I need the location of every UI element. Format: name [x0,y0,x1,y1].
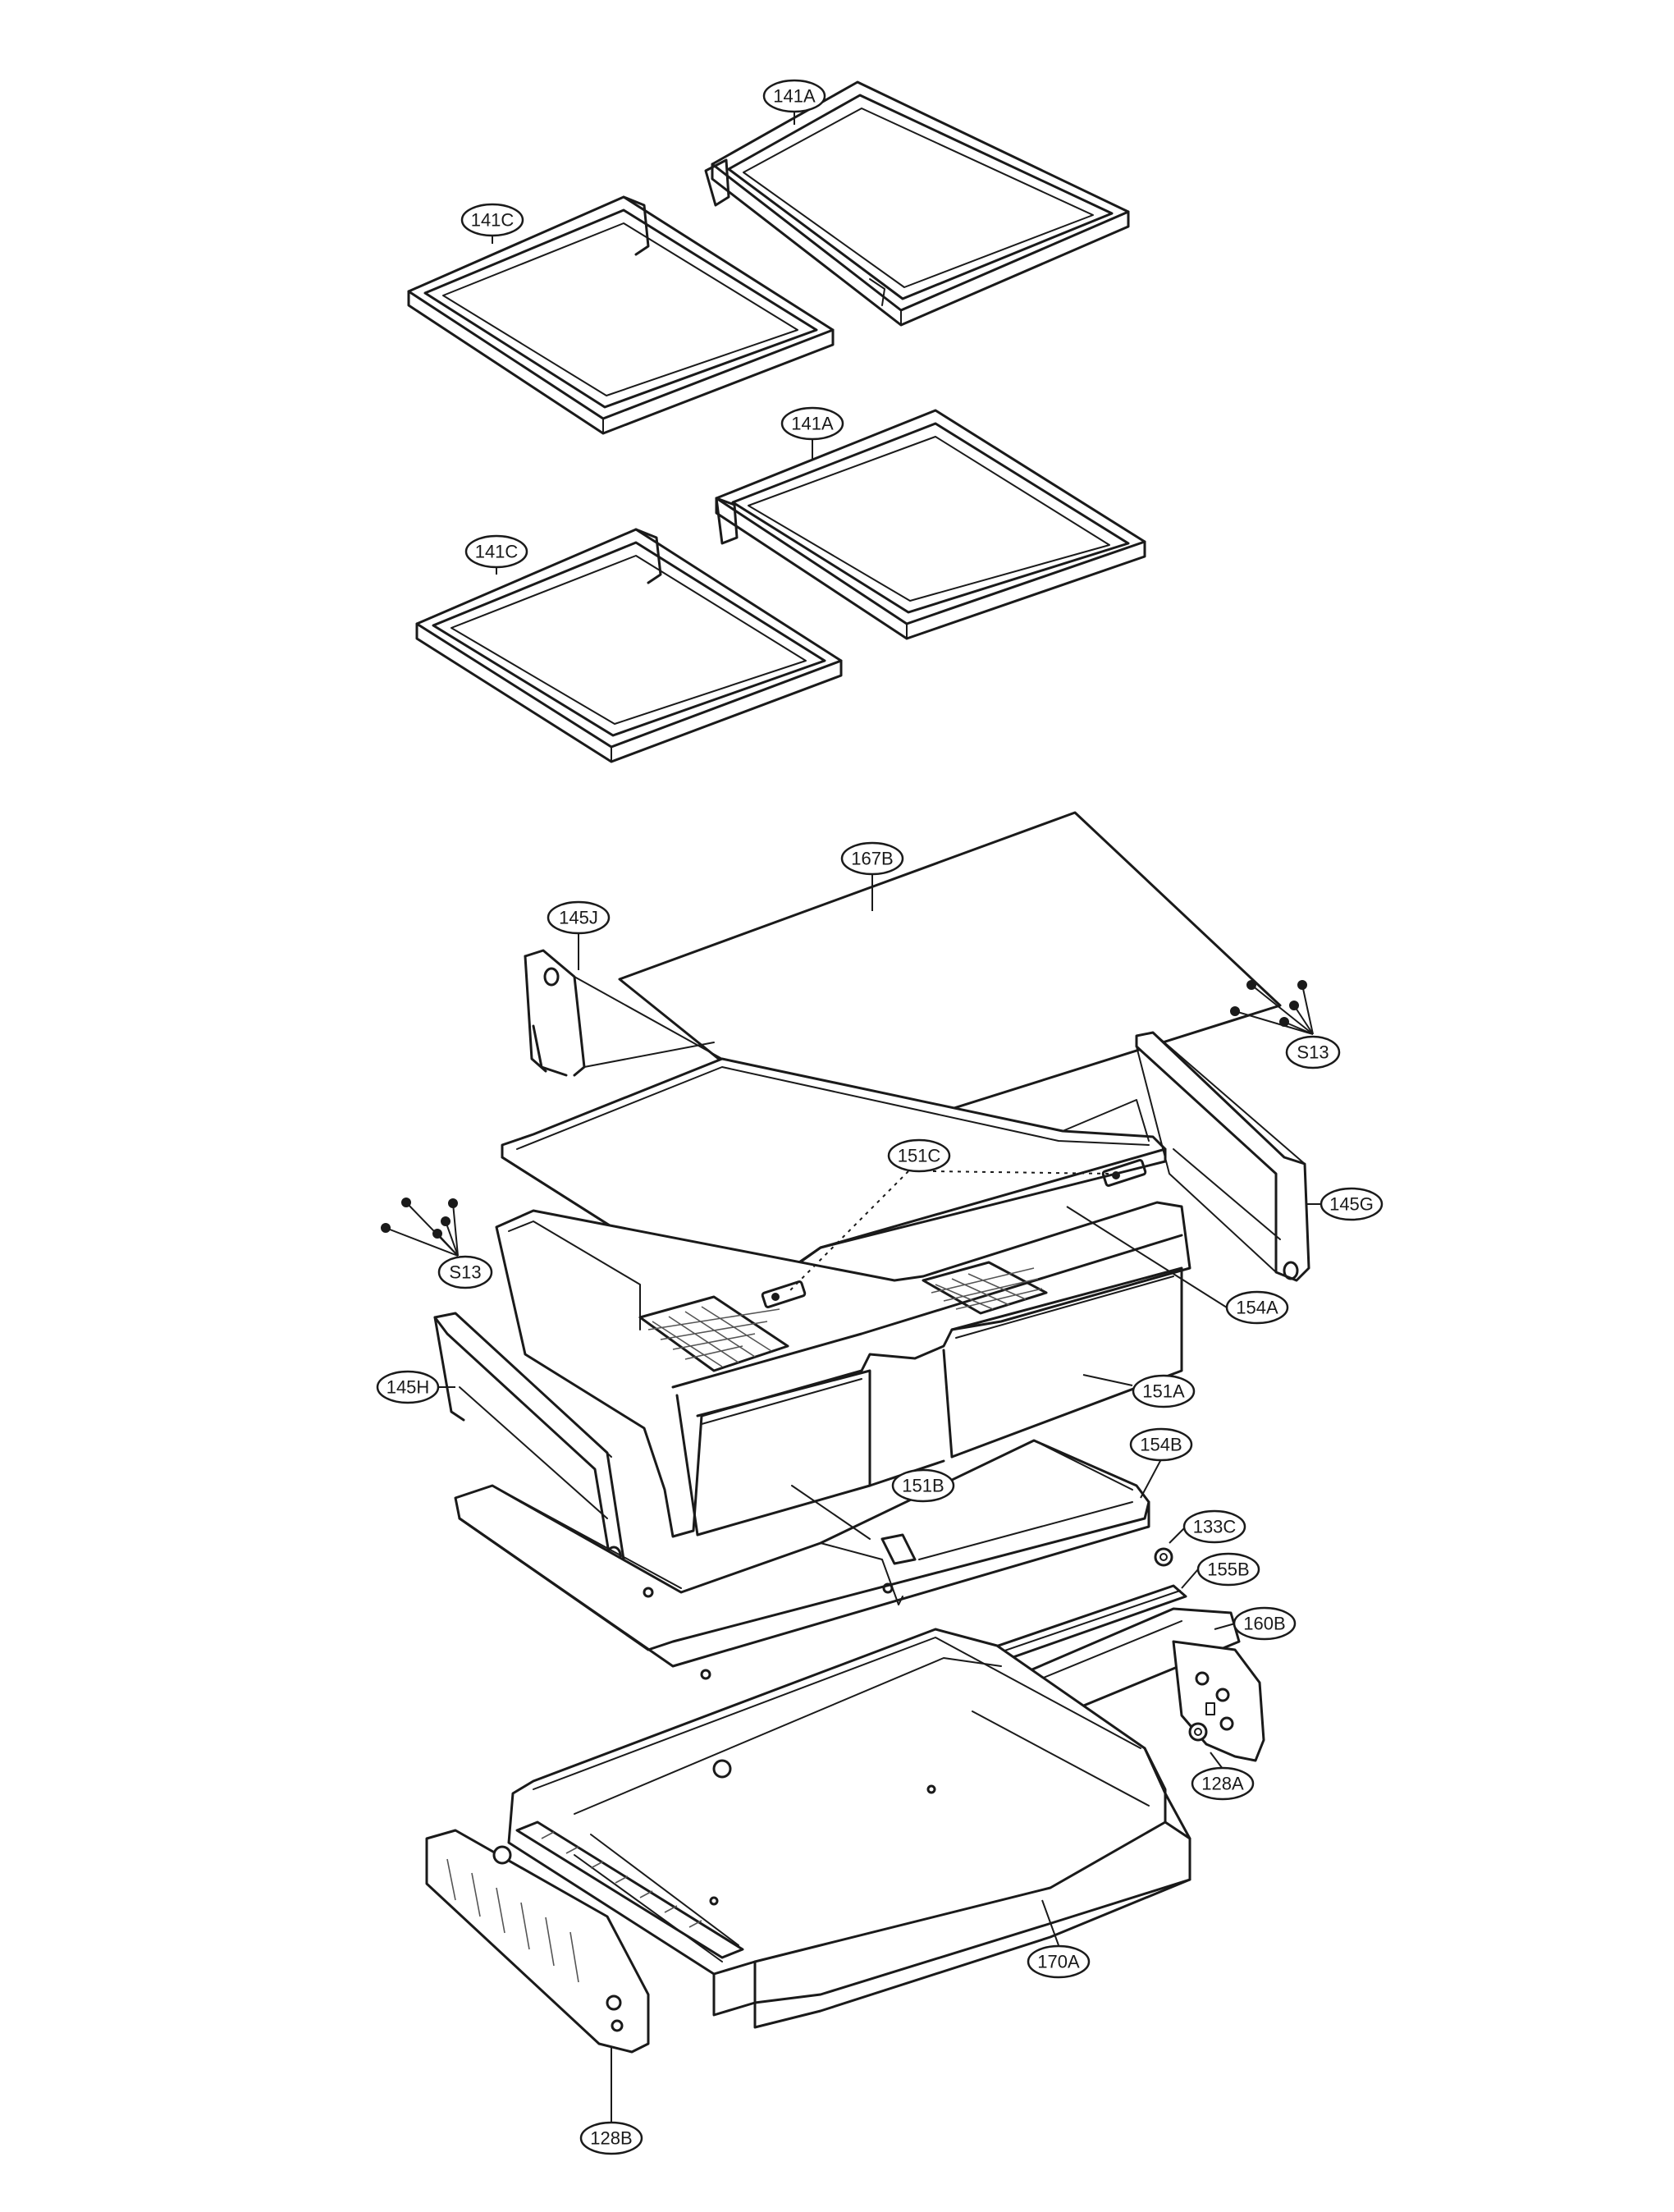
svg-text:145J: 145J [559,908,598,928]
shelf-141a-mid [715,409,1146,640]
leader-lines [385,111,1321,2122]
callout-s13-right: S13 [1285,1035,1341,1069]
shelf-141c-top [407,195,835,435]
drawer-grid-left [638,1295,789,1372]
svg-text:141A: 141A [773,86,816,107]
svg-text:154B: 154B [1140,1435,1182,1455]
drawer-grid-right [922,1261,1048,1315]
svg-text:145G: 145G [1329,1194,1374,1215]
svg-text:133C: 133C [1193,1517,1237,1537]
side-panel-145g [1135,1031,1310,1282]
callout-160b: 160B [1233,1606,1297,1641]
drawer-rail-slide [515,1820,744,1959]
callout-151b: 151B [891,1468,955,1503]
callout-167b: 167B [840,841,904,876]
humidity-slider-151c [761,1158,1147,1309]
svg-text:145H: 145H [386,1377,430,1398]
screws-s13-left [381,1198,458,1239]
svg-text:128A: 128A [1201,1774,1244,1794]
svg-text:155B: 155B [1207,1559,1249,1580]
callout-145j: 145J [547,900,611,935]
callout-151c: 151C [887,1138,951,1173]
bracket-128b [425,1829,650,2054]
svg-text:128B: 128B [590,2128,632,2149]
callout-154b: 154B [1129,1427,1193,1462]
svg-text:151B: 151B [902,1476,944,1496]
shelf-141c-mid [415,528,843,763]
callout-145h: 145H [376,1370,440,1404]
callout-154a: 154A [1225,1290,1289,1325]
svg-text:170A: 170A [1037,1952,1080,1972]
svg-text:S13: S13 [449,1262,481,1283]
callout-145g: 145G [1320,1187,1384,1221]
svg-text:141A: 141A [791,414,834,434]
roller-133c [1154,1547,1173,1567]
callout-s13-left: S13 [437,1255,493,1289]
svg-text:S13: S13 [1297,1042,1329,1063]
crisper-drawers [495,1201,1191,1538]
svg-text:160B: 160B [1243,1614,1285,1634]
callout-141c-mid: 141C [464,534,528,569]
callout-151a: 151A [1132,1374,1196,1408]
callout-133c: 133C [1182,1509,1246,1544]
callout-141a-top: 141A [762,79,826,113]
bottom-drawer-170a [507,1628,1191,2029]
side-panel-145j [524,949,723,1077]
svg-text:154A: 154A [1236,1298,1278,1318]
svg-text:141C: 141C [475,542,519,562]
callout-141c-top: 141C [460,203,524,237]
svg-text:151C: 151C [898,1146,941,1166]
callout-141a-mid: 141A [780,406,844,441]
callout-128a: 128A [1191,1766,1255,1801]
svg-text:141C: 141C [471,210,515,231]
bracket-128a [1172,1640,1265,1762]
callout-170a: 170A [1027,1944,1091,1979]
svg-text:167B: 167B [851,849,893,869]
callout-155b: 155B [1196,1552,1260,1587]
callout-128b: 128B [579,2121,643,2155]
svg-text:151A: 151A [1142,1381,1185,1402]
